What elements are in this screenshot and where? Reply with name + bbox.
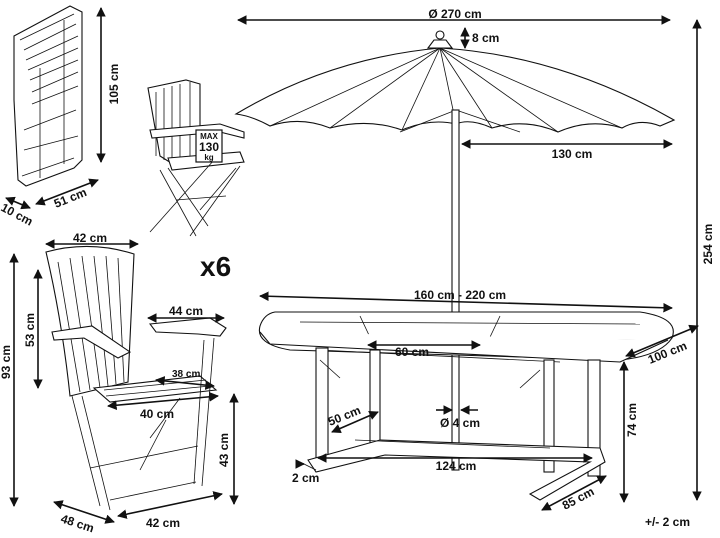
leg-span-arrow: [331, 411, 379, 433]
seat-depth-inner-arrow: [155, 376, 215, 390]
folded-width-arrow: [35, 178, 99, 206]
folded-depth-label: 10 cm: [0, 200, 35, 228]
umbrella-diameter-label: Ø 270 cm: [428, 7, 481, 21]
total-height-label: 254 cm: [701, 224, 715, 265]
table-length-label: 160 cm - 220 cm: [414, 288, 506, 302]
pole-diameter-label: Ø 4 cm: [440, 416, 480, 430]
table-width-arrow: [625, 324, 699, 358]
seat-width-arrow: [107, 392, 219, 410]
base-depth-arrow: [541, 475, 607, 511]
quantity-label: x6: [200, 251, 231, 282]
chair-back-height-label: 53 cm: [23, 313, 37, 347]
max-load-value: 130: [199, 140, 219, 154]
seat-depth-inner-label: 38 cm: [172, 369, 200, 380]
chair-depth-arrow: [53, 500, 115, 524]
chair-width-arrow: [117, 491, 223, 519]
base-depth-label: 85 cm: [560, 484, 597, 512]
extension-label: 60 cm: [395, 345, 429, 359]
tolerance-label: +/- 2 cm: [645, 515, 690, 529]
seat-width-label: 40 cm: [140, 407, 174, 421]
folded-height-label: 105 cm: [107, 64, 121, 105]
chair-illustration: [45, 245, 227, 511]
small-chair-illustration: MAX 130 kg: [147, 79, 245, 237]
folded-depth-arrow: [5, 196, 31, 210]
max-load-heading: MAX: [200, 132, 218, 141]
max-load-badge: [195, 129, 223, 163]
seat-height-label: 43 cm: [217, 433, 231, 467]
foot-label: 2 cm: [292, 471, 319, 485]
chair-width-label: 42 cm: [146, 516, 180, 530]
table-height-label: 74 cm: [625, 403, 639, 437]
chair-back-width-label: 42 cm: [73, 231, 107, 245]
chair-height-label: 93 cm: [0, 345, 13, 379]
leg-span-label: 50 cm: [326, 403, 363, 429]
umbrella-radius-label: 130 cm: [552, 147, 593, 161]
base-length-label: 124 cm: [436, 459, 477, 473]
armrest-label: 44 cm: [169, 304, 203, 318]
folded-width-label: 51 cm: [52, 185, 89, 211]
umbrella-illustration: [234, 30, 676, 471]
max-load-unit: kg: [204, 153, 213, 162]
umbrella-top-label: 8 cm: [472, 31, 499, 45]
table-length-arrow: [259, 291, 673, 313]
folded-chair-illustration: [13, 5, 83, 187]
